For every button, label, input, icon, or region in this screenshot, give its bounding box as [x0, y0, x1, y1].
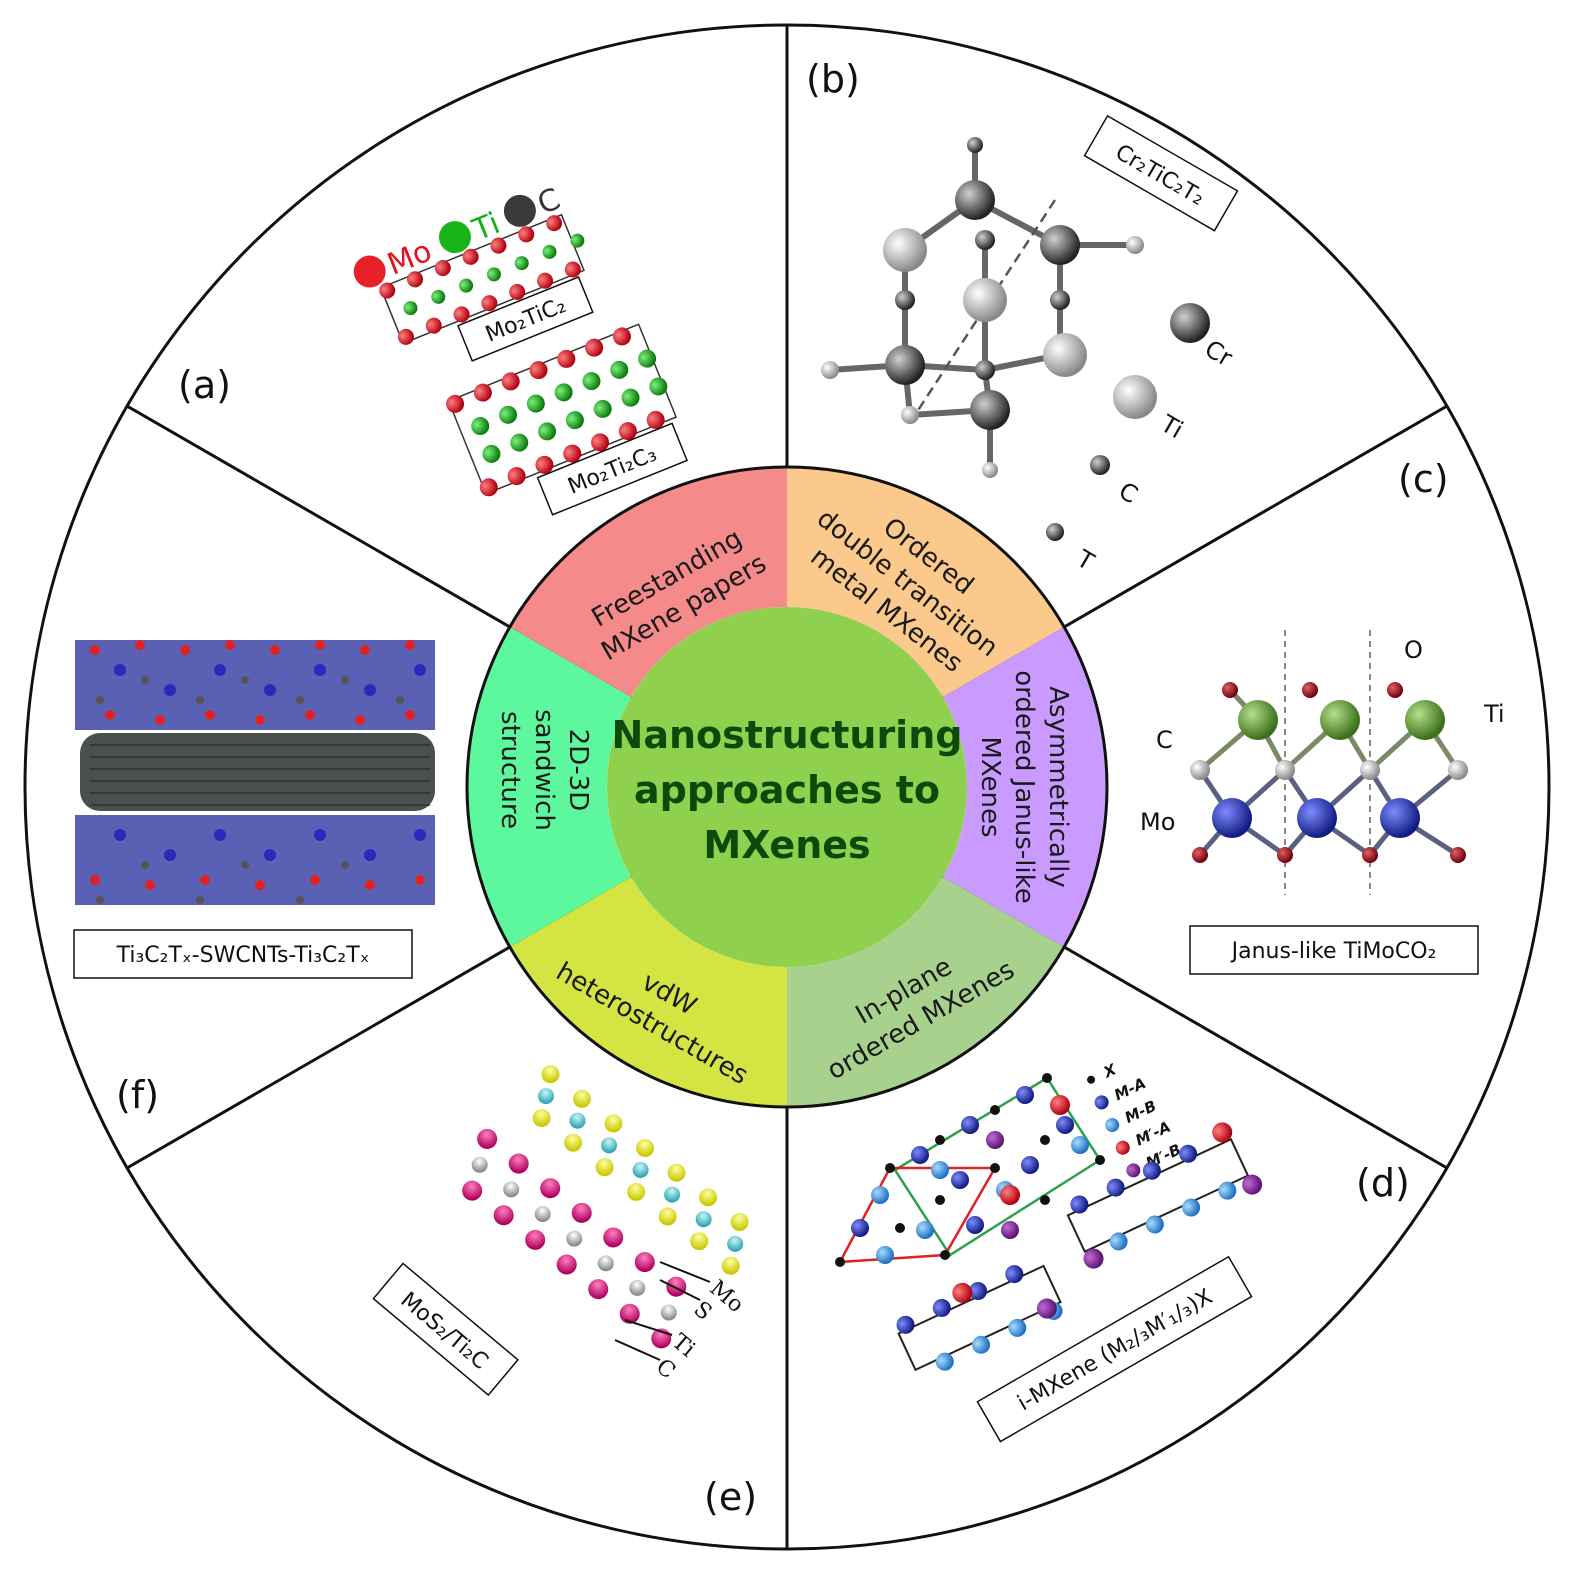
- segment-sandwich: 2D-3D sandwich structure: [495, 709, 593, 831]
- janus-mo-label: Mo: [1140, 808, 1175, 836]
- segment-janus: Asymmetrically ordered Janus-like MXenes: [975, 670, 1073, 904]
- segment-janus-bg: [943, 627, 1107, 947]
- ti-atom-icon: [1113, 375, 1157, 419]
- swcnt-bundle: [80, 733, 435, 811]
- cr-atom-icon: [1170, 303, 1210, 343]
- panel-f: Ti₃C₂Tₓ-SWCNTs-Ti₃C₂Tₓ: [73, 640, 435, 979]
- center-line1: Nanostructuring: [612, 713, 963, 757]
- mos2-arrows: [614, 1261, 711, 1361]
- janus-c-label: C: [1156, 726, 1173, 754]
- segment-sandwich-line1: 2D-3D: [563, 729, 593, 812]
- segment-freestanding-bg: [510, 467, 787, 697]
- mpa-atom-icon: [1115, 1140, 1130, 1155]
- panel-label-a: (a): [178, 363, 231, 407]
- segment-janus-line1: Asymmetrically: [1043, 686, 1073, 888]
- mpb-atom-icon: [1126, 1163, 1141, 1178]
- sandwich-caption-box: [73, 929, 413, 979]
- panel-label-c: (c): [1398, 457, 1449, 501]
- segment-janus-line2: ordered Janus-like: [1009, 670, 1039, 904]
- panel-label-d: (d): [1356, 1161, 1410, 1205]
- center-title: Nanostructuring approaches to MXenes: [612, 713, 963, 867]
- panel-a: Mo Ti C Mo₂TiC₂: [353, 182, 689, 516]
- ring-segments: [465, 465, 1109, 1109]
- janus-ti-label: Ti: [1483, 700, 1505, 728]
- segment-sandwich-line3: structure: [495, 711, 525, 829]
- ma-atom-icon: [1094, 1095, 1109, 1110]
- panel-b: Cr₂TiC₂T₂: [821, 114, 1239, 576]
- t-atom-icon: [1046, 523, 1064, 541]
- center-line3: MXenes: [703, 823, 870, 867]
- mo2ti2c3-structure: [446, 323, 678, 497]
- c-legend-icon: [503, 194, 536, 227]
- ring-outline: [465, 465, 1109, 1109]
- janus-caption-box: [1189, 925, 1479, 975]
- imxene-side-view-2: [896, 1264, 1063, 1372]
- c-atom-icon: [1090, 455, 1110, 475]
- segment-ordered-double-bg: [787, 467, 1064, 697]
- segment-sandwich-line2: sandwich: [529, 709, 559, 831]
- panel-label-f: (f): [116, 1073, 159, 1117]
- center-disc: [607, 607, 967, 967]
- imxene-lattice-atoms: [835, 1073, 1105, 1267]
- janus-o-label: O: [1404, 636, 1423, 664]
- cr2tic2t2-atoms: [821, 137, 1144, 478]
- sandwich-caption-text: Ti₃C₂Tₓ-SWCNTs-Ti₃C₂Tₓ: [116, 943, 370, 968]
- sandwich-bottom-layer: [75, 815, 435, 905]
- panel-e: Mo S Ti C MoS₂/Ti₂C: [372, 1065, 749, 1397]
- sandwich-top-layer: [75, 640, 435, 730]
- panel-label-b: (b): [806, 57, 860, 101]
- panel-c: O Ti C Mo Janus-like TiMoCO₂: [1140, 630, 1505, 975]
- segment-vdw-bg: [510, 877, 787, 1107]
- mo2tic2-structure: [379, 213, 585, 345]
- mo-legend-icon: [353, 255, 386, 288]
- segment-sandwich-bg: [467, 627, 631, 947]
- ti-legend-icon: [438, 221, 471, 254]
- imxene-side-view-1: [1066, 1122, 1263, 1269]
- janus-atoms: [1190, 682, 1468, 863]
- panel-label-e: (e): [704, 1475, 757, 1519]
- segment-in-plane-bg: [787, 877, 1064, 1107]
- x-atom-icon: [1087, 1075, 1096, 1084]
- janus-caption-text: Janus-like TiMoCO₂: [1230, 939, 1437, 964]
- mos2-ti2c-structure: [462, 1065, 749, 1349]
- mb-atom-icon: [1105, 1118, 1120, 1133]
- center-line2: approaches to: [634, 768, 940, 812]
- segment-janus-line3: MXenes: [975, 736, 1005, 837]
